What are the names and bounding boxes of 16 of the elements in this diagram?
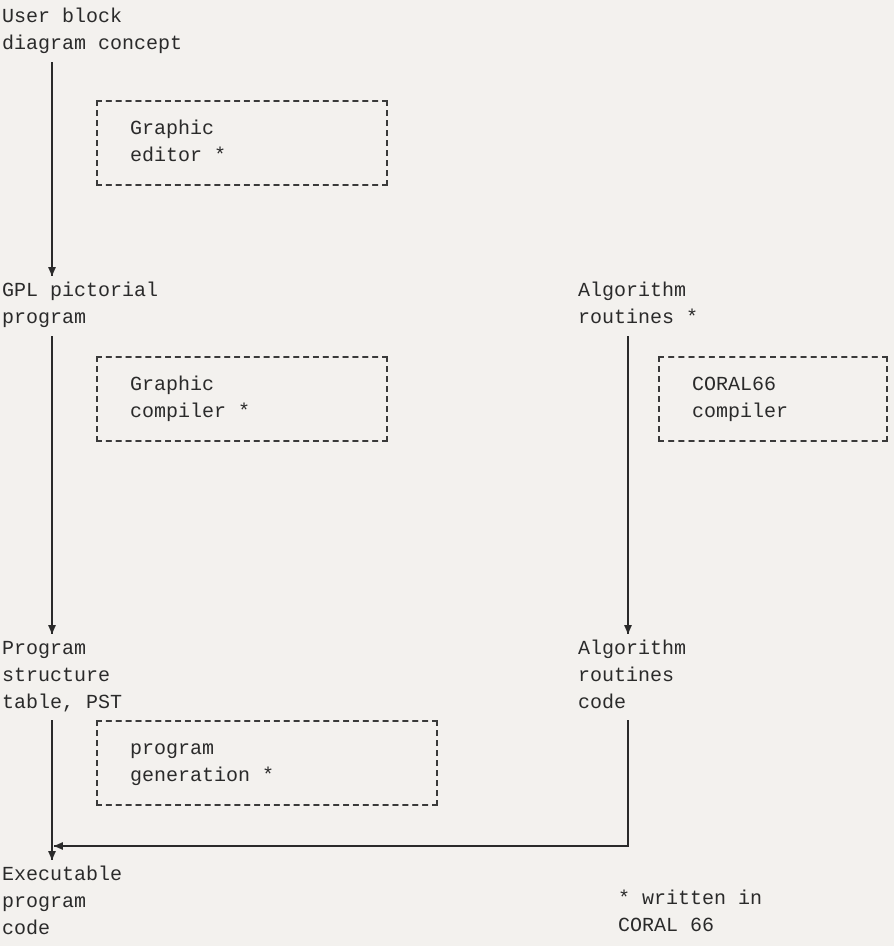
data-label: Program structure table, PST: [2, 636, 202, 718]
data-label: GPL pictorial program: [2, 278, 182, 334]
process-box: Graphic compiler *: [96, 356, 388, 442]
process-box: Graphic editor *: [96, 100, 388, 186]
arrow: [48, 62, 56, 276]
data-label: User block diagram concept: [2, 4, 202, 60]
process-box: program generation *: [96, 720, 438, 806]
footnote: * written in CORAL 66: [618, 887, 764, 940]
arrow: [54, 720, 629, 850]
process-box: CORAL66 compiler: [658, 356, 888, 442]
arrow: [48, 336, 56, 634]
data-label: Algorithm routines code: [578, 636, 718, 718]
data-label: Algorithm routines *: [578, 278, 728, 334]
arrow: [48, 720, 56, 860]
arrow: [624, 336, 632, 634]
data-label: Executable program code: [2, 862, 152, 944]
